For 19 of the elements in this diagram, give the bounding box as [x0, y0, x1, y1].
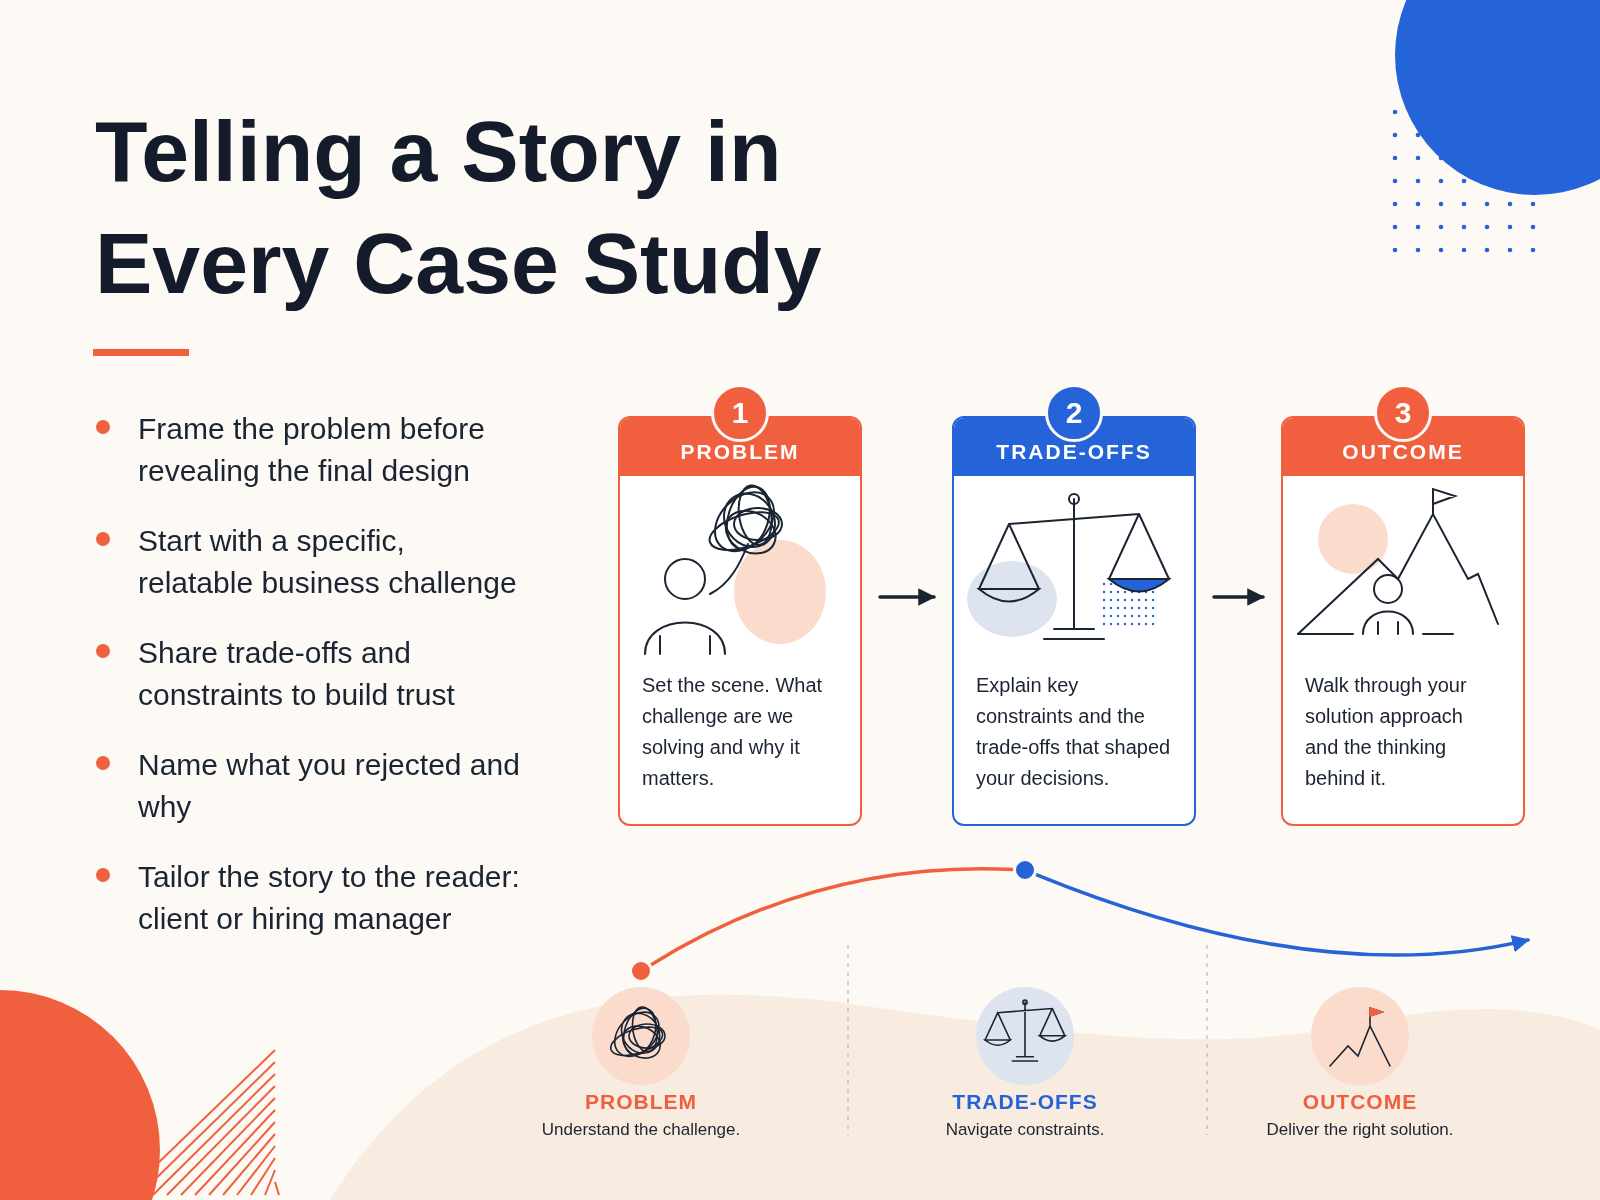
bullet-text: Frame the problem before revealing the final design — [138, 411, 486, 489]
stage-caption: Deliver the right solution. — [1265, 1120, 1455, 1140]
timeline-curve — [649, 866, 1015, 967]
title: Telling a Story in Every Case Study — [95, 102, 823, 313]
bullet-text: Tailor the story to the reader: client or hiring manager — [138, 859, 521, 937]
card-description: Walk through your solution approach and the thinking behind it. — [1305, 673, 1468, 791]
stage-caption: Understand the challenge. — [540, 1120, 742, 1140]
stage-title: TRADE-OFFS — [951, 1090, 1099, 1114]
bullet-text: Name what you rejected and why — [138, 747, 521, 825]
card-description: Set the scene. What challenge are we solving and why it matters. — [642, 673, 824, 791]
timeline-curve — [1034, 872, 1530, 957]
stage-caption: Navigate constraints. — [944, 1120, 1106, 1140]
stage-title: PROBLEM — [584, 1090, 698, 1114]
arrow — [1212, 588, 1265, 606]
stage-title: OUTCOME — [1301, 1090, 1419, 1114]
arrow — [878, 588, 936, 606]
card-description: Explain key constraints and the trade-offs that shaped your decisions. — [976, 673, 1172, 791]
bullet-text: Start with a specific, relatable business challenge — [138, 523, 518, 601]
bullet-text: Share trade-offs and constraints to build trust — [138, 635, 456, 713]
